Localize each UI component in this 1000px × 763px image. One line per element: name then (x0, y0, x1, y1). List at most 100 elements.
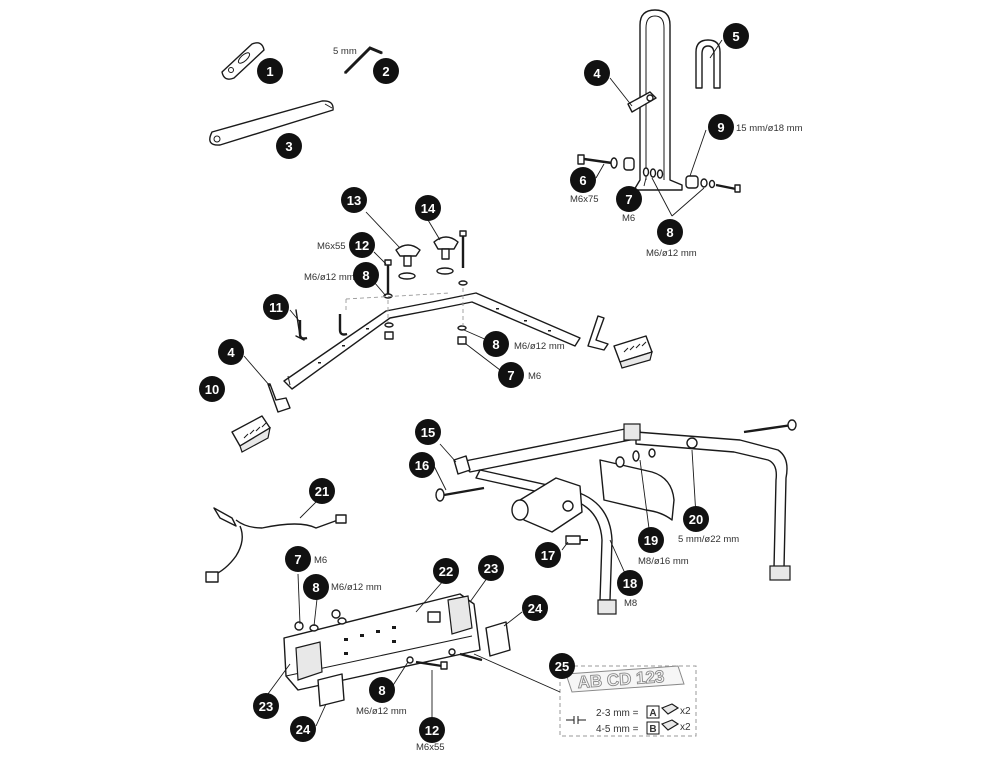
callout-12-mid: 12 (349, 232, 375, 258)
spacer-row-1-qty: x2 (680, 706, 691, 717)
spec-hex-key: 5 mm (333, 46, 357, 57)
alignment-lines-mid (345, 288, 464, 326)
spec-part9: 15 mm/ø18 mm (736, 123, 803, 134)
svg-text:14: 14 (421, 201, 436, 216)
svg-text:24: 24 (296, 722, 311, 737)
callout-20: 20 (683, 506, 709, 532)
svg-text:24: 24 (528, 601, 543, 616)
callout-11: 11 (263, 294, 289, 320)
svg-text:22: 22 (439, 564, 453, 579)
svg-text:18: 18 (623, 576, 637, 591)
part-21-wiring-harness (205, 507, 347, 583)
spec-part19: M8/ø16 mm (638, 556, 689, 567)
callout-3: 3 (276, 133, 302, 159)
rear-bar-frame (459, 423, 791, 615)
part-10-pad-right (613, 335, 653, 369)
carrier-upper-frame (283, 292, 581, 390)
frame-hardware-right (615, 419, 797, 468)
callout-14: 14 (415, 195, 441, 221)
part-1-spanner (221, 42, 265, 80)
callout-22: 22 (433, 558, 459, 584)
callout-6: 6 (570, 167, 596, 193)
spec-part8-right: M6/ø12 mm (514, 341, 565, 352)
svg-text:16: 16 (415, 458, 429, 473)
spacer-row-2-letter: B (649, 724, 656, 735)
mid-bolts (383, 230, 468, 345)
svg-text:13: 13 (347, 193, 361, 208)
spec-part7-bottom: M6 (314, 555, 327, 566)
svg-text:23: 23 (484, 561, 498, 576)
svg-text:20: 20 (689, 512, 703, 527)
part-11-hooks (295, 309, 348, 341)
part-6-bolt (577, 154, 613, 165)
part-15-cap (453, 455, 471, 475)
part-4-frame-upright (627, 9, 683, 191)
part-13-knob (395, 244, 421, 280)
callout-8-low: 8 (369, 677, 395, 703)
callout-25: 25 (549, 653, 575, 679)
part-24-lens-left (317, 673, 345, 707)
part-24-lens-right (485, 621, 511, 657)
svg-text:11: 11 (269, 300, 283, 315)
bottom-hardware (294, 609, 483, 670)
svg-text:19: 19 (644, 533, 658, 548)
svg-text:25: 25 (555, 659, 569, 674)
callout-24-bottom: 24 (290, 716, 316, 742)
callout-23-bottom: 23 (253, 693, 279, 719)
plate-text: AB CD 123 (577, 667, 665, 692)
svg-text:17: 17 (541, 548, 555, 563)
callout-16: 16 (409, 452, 435, 478)
svg-text:1: 1 (266, 64, 273, 79)
svg-text:9: 9 (717, 120, 724, 135)
callout-7-right: 7 (498, 362, 524, 388)
callout-5: 5 (723, 23, 749, 49)
svg-text:21: 21 (315, 484, 329, 499)
svg-text:3: 3 (285, 139, 292, 154)
spec-part8-bottom: M6/ø12 mm (331, 582, 382, 593)
spacer-row-1-label: 2-3 mm = (596, 708, 639, 719)
callout-4-left: 4 (218, 339, 244, 365)
part-2-hex-key (343, 46, 383, 75)
part-3-tool (209, 100, 334, 146)
svg-text:2: 2 (382, 64, 389, 79)
part-4-bracket-right (587, 315, 609, 351)
part-14-knob (433, 236, 459, 275)
svg-text:12: 12 (425, 723, 439, 738)
svg-text:12: 12 (355, 238, 369, 253)
svg-text:6: 6 (579, 173, 586, 188)
spacer-row-2-qty: x2 (680, 722, 691, 733)
svg-text:5: 5 (732, 29, 739, 44)
svg-text:8: 8 (312, 580, 319, 595)
svg-text:8: 8 (666, 225, 673, 240)
callout-21: 21 (309, 478, 335, 504)
callout-12-low: 12 (419, 717, 445, 743)
callout-7-bottom: 7 (285, 546, 311, 572)
callout-4-top: 4 (584, 60, 610, 86)
part-17-screw (565, 535, 588, 545)
svg-text:23: 23 (259, 699, 273, 714)
callout-7-top: 7 (616, 186, 642, 212)
svg-text:15: 15 (421, 425, 435, 440)
callout-8-top: 8 (657, 219, 683, 245)
svg-text:8: 8 (362, 268, 369, 283)
svg-text:8: 8 (492, 337, 499, 352)
svg-text:8: 8 (378, 683, 385, 698)
svg-text:4: 4 (593, 66, 601, 81)
callout-8-right: 8 (483, 331, 509, 357)
spec-part7-right: M6 (528, 371, 541, 382)
callout-9: 9 (708, 114, 734, 140)
callout-10: 10 (199, 376, 225, 402)
spec-part8-low: M6/ø12 mm (356, 706, 407, 717)
spec-part12-mid: M6x55 (317, 241, 346, 252)
callout-8-bottom: 8 (303, 574, 329, 600)
spacer-row-2-label: 4-5 mm = (596, 724, 639, 735)
part-10-pad-left (231, 415, 271, 453)
spacer-row-1-letter: A (649, 708, 656, 719)
callout-19: 19 (638, 527, 664, 553)
callout-15: 15 (415, 419, 441, 445)
callout-23-top: 23 (478, 555, 504, 581)
spec-part8-mid: M6/ø12 mm (304, 272, 355, 283)
svg-text:10: 10 (205, 382, 219, 397)
callout-13: 13 (341, 187, 367, 213)
